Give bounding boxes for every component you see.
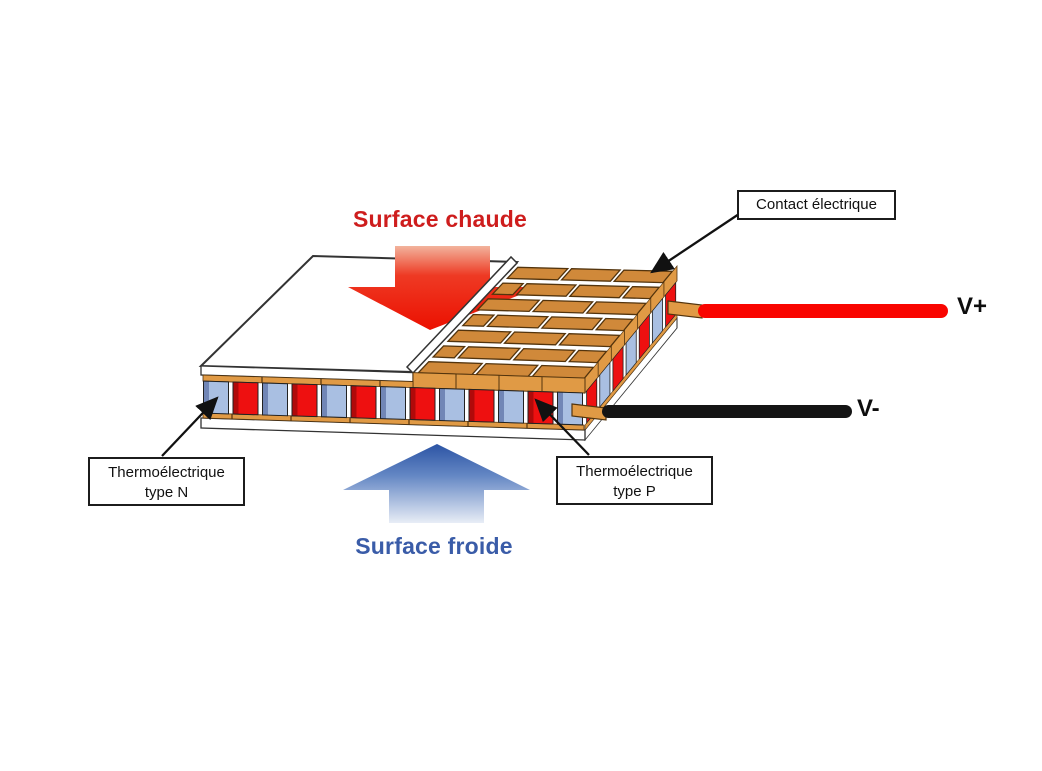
pillar-type-p xyxy=(474,389,494,423)
hot-arrow xyxy=(348,246,540,330)
pillar-type-p xyxy=(415,387,435,421)
copper-pad xyxy=(505,266,570,281)
pillar-type-n xyxy=(445,388,465,422)
copper-pad xyxy=(612,269,674,284)
pillar-side-shade xyxy=(498,390,504,423)
type-n-line2: type N xyxy=(144,484,189,501)
hot-surface-label: Surface chaude xyxy=(352,206,528,232)
pillar-type-n xyxy=(268,383,288,416)
type-n-label-box: Thermoélectrique type N xyxy=(88,457,245,506)
copper-pad xyxy=(560,268,622,282)
copper-pad xyxy=(531,299,594,314)
copper-pad xyxy=(503,331,567,346)
copper-pad xyxy=(585,301,648,316)
pillar-side-shade xyxy=(469,389,475,422)
pillar-outline xyxy=(380,386,406,420)
type-p-line2: type P xyxy=(613,483,656,500)
pillar-side-shade xyxy=(439,388,445,421)
pillar-type-p xyxy=(356,385,376,419)
positive-wire xyxy=(698,304,948,318)
copper-pad xyxy=(558,333,622,348)
copper-pad xyxy=(476,298,541,313)
pillar-side-shade xyxy=(321,384,327,417)
copper-pad xyxy=(568,284,631,299)
pillar-type-n xyxy=(386,386,406,420)
type-n-line1: Thermoélectrique xyxy=(108,464,225,481)
pillar-type-n xyxy=(209,381,229,414)
pillar-type-p xyxy=(612,345,624,393)
leader-type-p xyxy=(534,398,590,456)
pillar-side-shade xyxy=(528,391,534,424)
pillar-type-n xyxy=(651,297,663,344)
copper-pad xyxy=(512,347,577,363)
pillar-outline xyxy=(262,382,288,417)
cold-surface-label: Surface froide xyxy=(355,533,513,559)
front-face xyxy=(200,365,586,441)
pillar-type-p xyxy=(638,313,650,361)
copper-pad xyxy=(491,282,525,296)
pillar-side-shade xyxy=(351,385,357,418)
terminal-vminus-label: V- xyxy=(857,395,880,422)
type-p-line1: Thermoélectrique xyxy=(576,463,693,480)
pillar-type-n xyxy=(625,329,637,377)
pillar-side-shade xyxy=(292,383,298,417)
pillar-outline xyxy=(409,387,436,421)
terminal-vplus-label: V+ xyxy=(957,293,988,320)
plate-edge-step xyxy=(405,255,519,375)
pillar-outline xyxy=(321,384,347,419)
pillar-type-n xyxy=(327,384,347,418)
pillar-outline xyxy=(291,383,318,418)
copper-pad xyxy=(446,329,513,344)
copper-pad xyxy=(515,283,578,297)
copper-pad xyxy=(431,345,467,359)
pillar-type-p xyxy=(238,382,258,415)
contact-label-box: Contact électrique xyxy=(737,190,896,220)
pillar-side-shade xyxy=(262,382,268,416)
leader-type-n xyxy=(161,396,219,457)
negative-wire xyxy=(602,405,852,418)
pillar-outline xyxy=(232,381,259,416)
type-p-label-box: Thermoélectrique type P xyxy=(556,456,713,505)
negative-tab xyxy=(571,403,607,421)
pillar-type-n xyxy=(504,390,524,424)
copper-pad xyxy=(567,349,608,364)
copper-pad xyxy=(540,316,604,331)
pillar-type-p xyxy=(297,384,317,417)
pillar-side-shade xyxy=(557,392,563,425)
copper-pad xyxy=(486,314,550,329)
copper-pad xyxy=(594,317,635,332)
pillar-side-shade xyxy=(380,386,386,419)
pillar-type-n xyxy=(599,361,611,409)
copper-pad xyxy=(456,346,522,361)
copper-pad xyxy=(461,313,496,327)
pillar-outline xyxy=(350,385,377,419)
cold-arrow xyxy=(343,444,530,523)
pillar-side-shade xyxy=(410,387,416,420)
leader-contact xyxy=(650,213,740,274)
positive-tab xyxy=(667,300,703,319)
pillar-side-shade xyxy=(233,382,239,415)
pillar-outline xyxy=(498,389,524,424)
pillar-outline xyxy=(439,387,465,422)
pillar-outline xyxy=(468,388,495,423)
